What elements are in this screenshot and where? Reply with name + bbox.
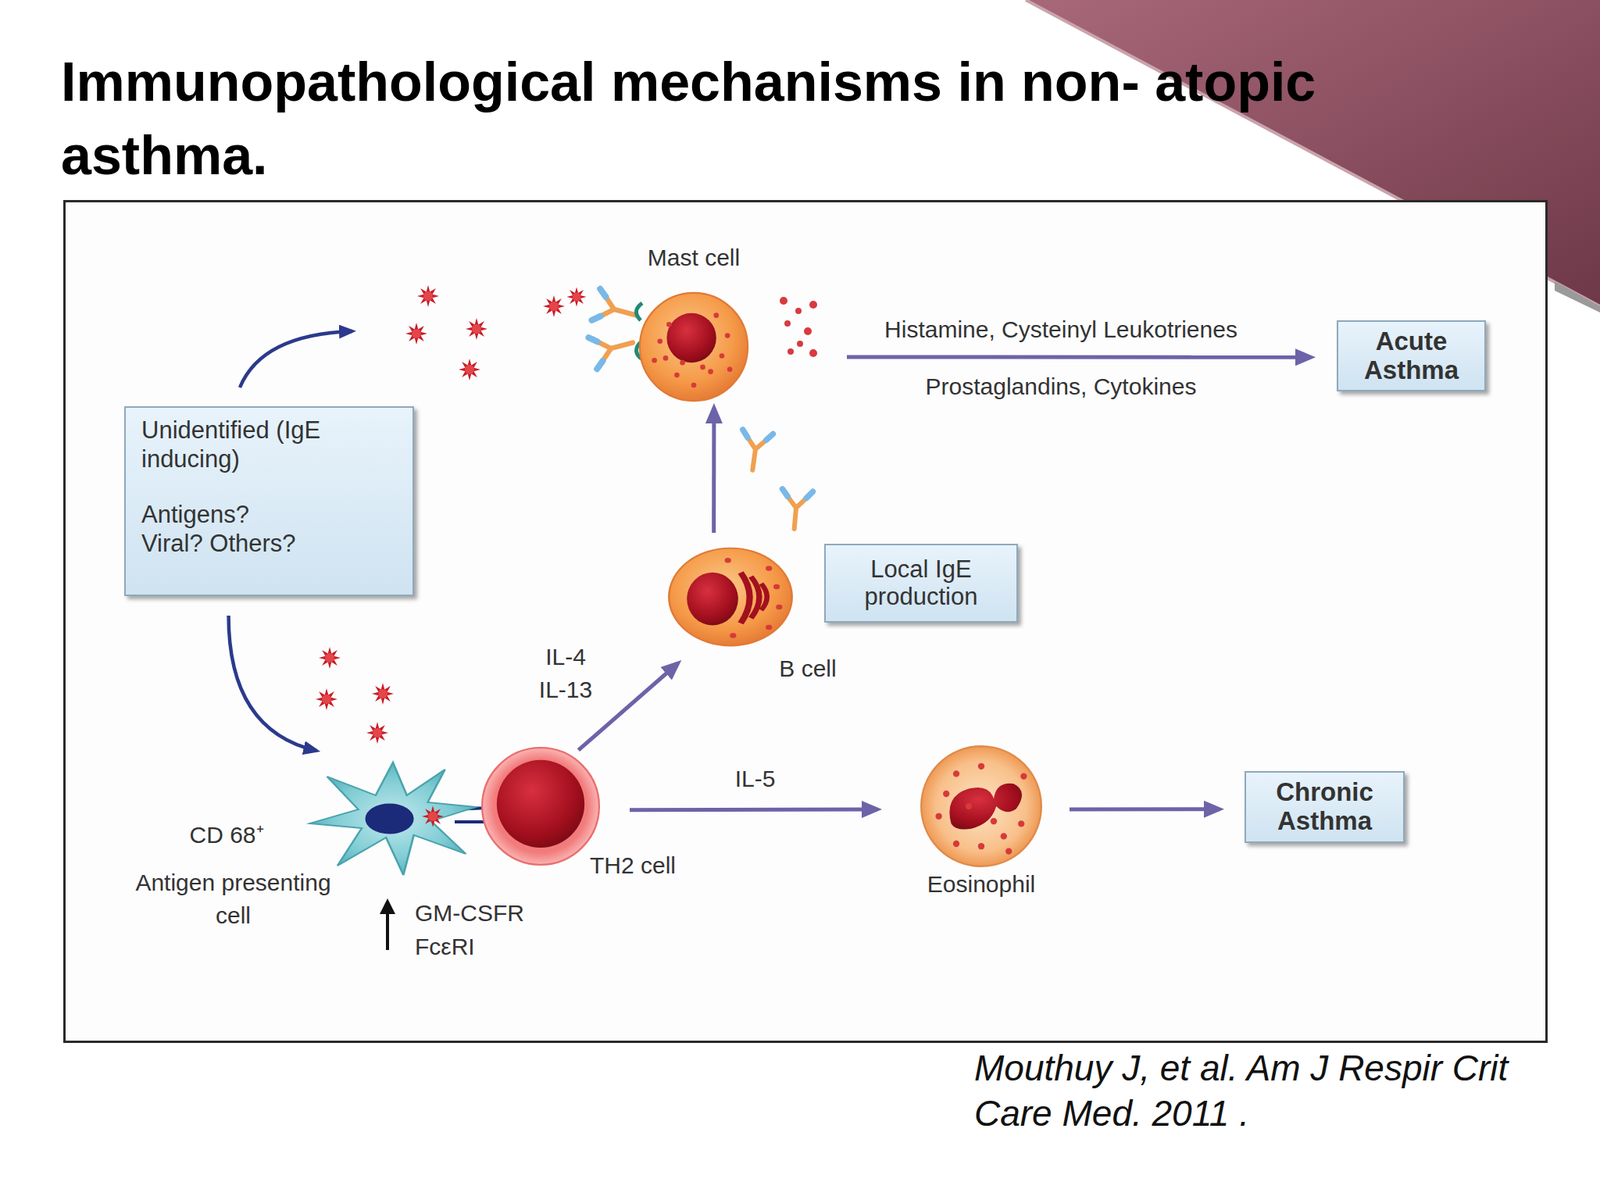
antibody xyxy=(591,289,640,332)
ige-antibodies xyxy=(566,286,813,530)
edge-label: IL-4 IL-13 xyxy=(530,640,601,707)
cell-label: Mast cell xyxy=(615,242,772,273)
antigen xyxy=(366,721,389,744)
b-cell-shape xyxy=(666,546,795,648)
antigen xyxy=(318,646,341,669)
arrow-head xyxy=(379,898,396,915)
cell-label: TH2 cell xyxy=(578,850,688,881)
receptor xyxy=(635,303,643,321)
antibody xyxy=(778,489,813,531)
antigen xyxy=(417,285,440,308)
antibody xyxy=(588,326,637,369)
granule xyxy=(779,296,788,305)
cell-label: B cell xyxy=(764,653,851,684)
arrow-connector xyxy=(629,807,878,813)
citation: Mouthuy J, et al. Am J Respir Crit Care … xyxy=(974,1045,1537,1136)
granule xyxy=(809,300,818,309)
slide-title: Immunopathological mechanisms in non- at… xyxy=(60,45,1350,193)
antigen xyxy=(371,682,394,705)
annotation: Prostaglandins, Cytokines xyxy=(925,371,1197,403)
edge-label: Histamine, Cysteinyl Leukotrienes xyxy=(884,314,1238,346)
antigen xyxy=(458,358,481,381)
process-box: Local IgE production xyxy=(824,543,1018,623)
cell-label: Antigen presenting cell xyxy=(129,866,337,933)
antigen xyxy=(465,317,488,340)
granule xyxy=(784,320,791,327)
box-text: Chronic Asthma xyxy=(1255,778,1394,836)
box-text: Acute Asthma xyxy=(1347,327,1475,386)
arrow-connector xyxy=(228,615,318,751)
granule xyxy=(795,307,802,315)
antibody xyxy=(737,429,774,472)
upregulation-arrow xyxy=(379,898,396,950)
box-text: Local IgE production xyxy=(835,556,1008,611)
edge-label: IL-5 xyxy=(735,763,776,795)
th2-cell: TH2 cell xyxy=(479,745,602,868)
granule xyxy=(787,348,794,355)
outcome-box: Acute Asthma xyxy=(1336,320,1486,392)
mast-cell: Mast cell xyxy=(637,290,750,404)
antigen-presenting-cell-shape xyxy=(306,760,480,878)
antigen xyxy=(566,286,586,307)
corner-shadow xyxy=(1554,281,1600,313)
antigen xyxy=(542,295,565,318)
arrow-connector xyxy=(1069,807,1220,811)
eosinophil-cell: Eosinophil xyxy=(918,743,1044,869)
box-text: Antigens? Viral? Others? xyxy=(141,500,298,558)
cell-label: Eosinophil xyxy=(864,869,1099,900)
antigen-box: Unidentified (IgE inducing) Antigens? Vir… xyxy=(124,406,415,597)
eosinophil-cell-shape xyxy=(918,743,1044,869)
annotation: FcεRI xyxy=(414,931,475,963)
granule xyxy=(809,349,818,358)
mast-cell-shape xyxy=(637,290,750,404)
annotation: GM-CSFR xyxy=(414,897,525,929)
outcome-box: Chronic Asthma xyxy=(1244,771,1405,843)
arrow-connector xyxy=(846,354,1311,359)
cell-label: CD 68⁺ xyxy=(164,820,290,850)
th2-cell-shape xyxy=(479,745,602,868)
curved-arrow xyxy=(239,331,353,388)
bond-line xyxy=(454,820,488,824)
box-text: Unidentified (IgE inducing) xyxy=(141,415,408,474)
granule xyxy=(803,327,812,336)
antigen xyxy=(405,322,428,345)
arrow-connector xyxy=(711,407,716,533)
figure-frame xyxy=(63,200,1548,1043)
granule xyxy=(796,340,804,347)
granules xyxy=(779,296,818,358)
antigen-presenting-cell: CD 68⁺Antigen presenting cell xyxy=(306,760,480,878)
arrow-shaft xyxy=(385,910,390,950)
arrow-connector xyxy=(578,663,678,750)
antigen xyxy=(315,688,338,711)
b-cell: B cell xyxy=(666,546,795,648)
